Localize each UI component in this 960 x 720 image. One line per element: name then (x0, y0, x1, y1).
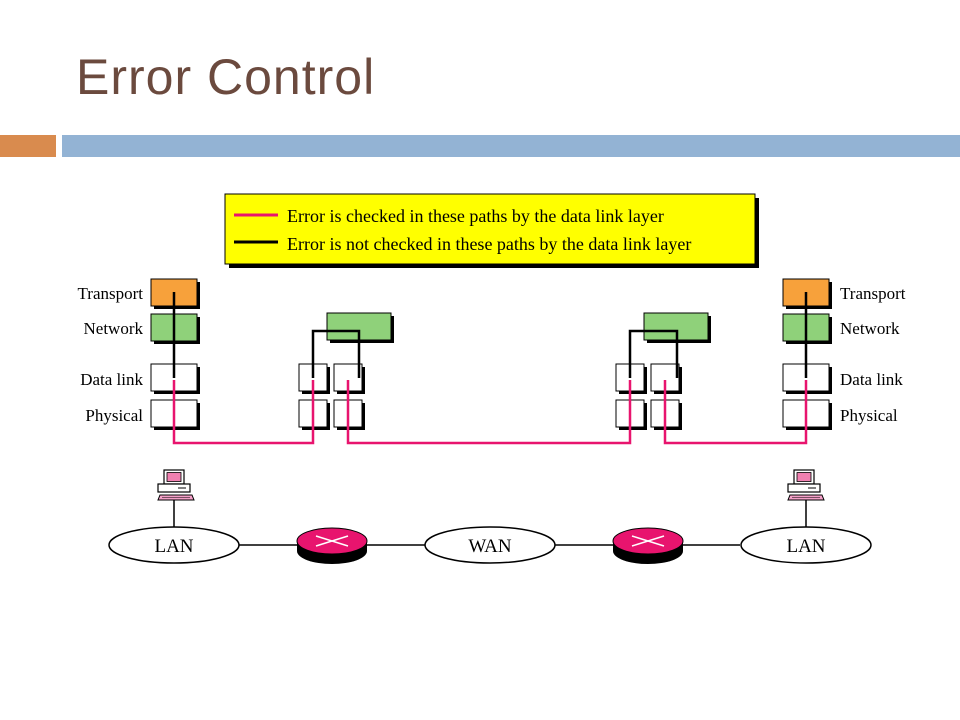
left-transport-label: Transport (78, 284, 144, 303)
router-icon (296, 527, 368, 564)
computer-icon (157, 469, 195, 501)
lan-right-cloud (740, 526, 872, 564)
lan-left-cloud (108, 526, 240, 564)
computer-icon (787, 469, 825, 501)
right-host-stack (782, 278, 832, 430)
legend-unchecked-label: Error is not checked in these paths by t… (287, 234, 691, 254)
checked-paths (172, 380, 808, 445)
right-transport-label: Transport (840, 284, 906, 303)
page-title: Error Control (76, 49, 376, 105)
router-icon (612, 527, 684, 564)
legend: Error is checked in these paths by the d… (224, 193, 759, 268)
right-datalink-label: Data link (840, 370, 903, 389)
left-host-stack (150, 278, 200, 430)
title-accent-bar-blue (62, 135, 960, 157)
lan-left-label: LAN (154, 536, 193, 557)
legend-checked-label: Error is checked in these paths by the d… (287, 206, 664, 226)
left-datalink-label: Data link (80, 370, 143, 389)
wan-label: WAN (468, 536, 512, 557)
right-network-label: Network (840, 319, 900, 338)
right-physical-label: Physical (840, 406, 898, 425)
unchecked-paths (172, 292, 808, 378)
lan-right-label: LAN (786, 536, 825, 557)
wan-cloud (424, 526, 556, 564)
title-accent-bar-orange (0, 135, 56, 157)
left-physical-label: Physical (85, 406, 143, 425)
left-network-label: Network (84, 319, 144, 338)
